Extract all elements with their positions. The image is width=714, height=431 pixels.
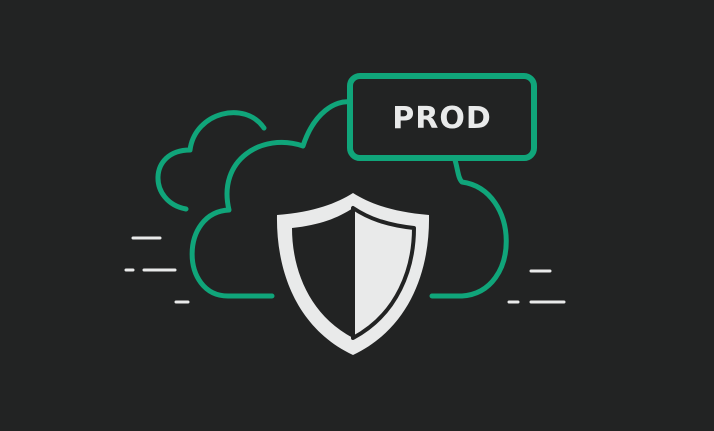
shield-icon (276, 193, 430, 355)
prod-badge: PROD (347, 73, 537, 161)
motion-lines-icon (124, 236, 566, 304)
cloud-icon (189, 99, 509, 299)
badge-label: PROD (392, 101, 492, 136)
back-cloud-icon (155, 110, 267, 212)
